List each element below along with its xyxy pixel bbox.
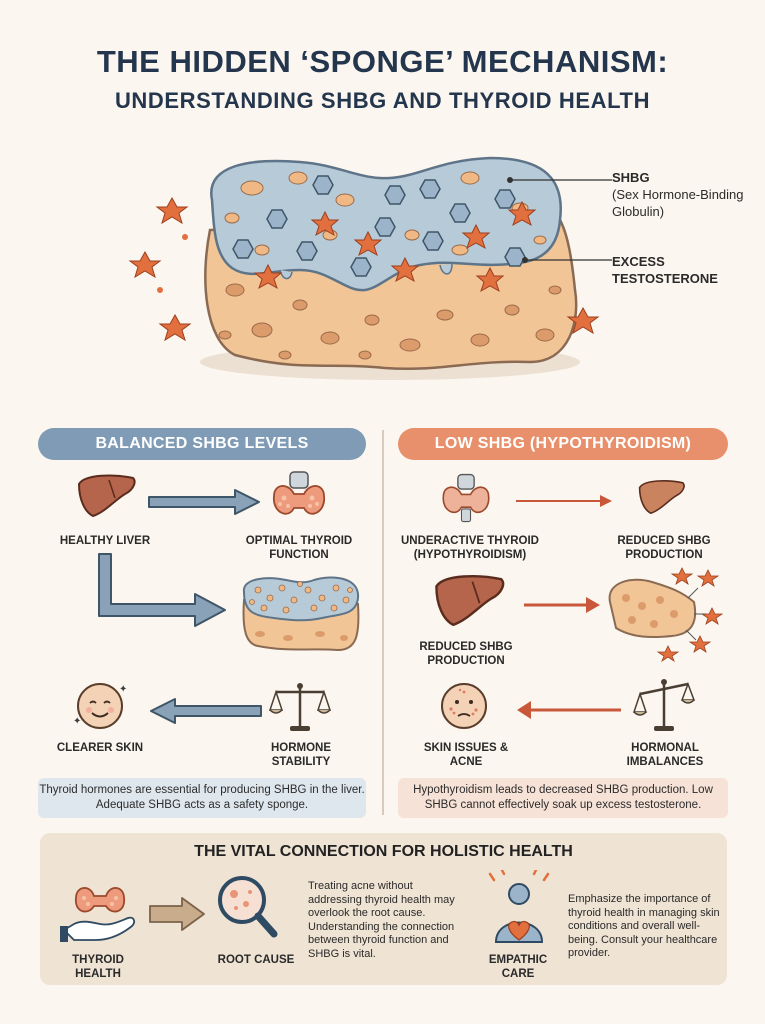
healthy-sponge-icon (242, 576, 360, 652)
arrow-right-tan-icon (149, 897, 205, 931)
balanced-note: Thyroid hormones are essential for produ… (38, 778, 366, 818)
arrow-right-icon (148, 489, 260, 515)
root-cause-label: ROOT CAUSE (217, 954, 295, 966)
balanced-shbg-header: BALANCED SHBG LEVELS (38, 428, 366, 460)
liver-large-icon (435, 575, 505, 627)
hormonal-imbalances-label: HORMONAL IMBALANCES (626, 742, 704, 768)
arrow-left-orange-icon (517, 701, 621, 719)
reduced-shbg-label-2: REDUCED SHBG PRODUCTION (419, 641, 513, 667)
underactive-thyroid-icon (442, 473, 490, 523)
arrow-left-icon (150, 698, 262, 724)
treating-acne-text: Treating acne without addressing thyroid… (308, 880, 455, 960)
empathic-care-label: EMPATHIC CARE (488, 954, 548, 980)
sponge-illustration (128, 156, 612, 380)
happy-face-icon: ✦ ✦ (73, 683, 127, 729)
low-shbg-header: LOW SHBG (HYPOTHYROIDISM) (398, 428, 728, 460)
arrow-right-orange-icon (524, 597, 600, 613)
skin-issues-label: SKIN ISSUES & ACNE (423, 742, 509, 768)
leaking-sponge-icon (608, 567, 724, 662)
liver-icon (77, 474, 136, 518)
page-title: THE HIDDEN ‘SPONGE’ MECHANISM: (96, 44, 669, 79)
magnifying-glass-icon (218, 876, 278, 938)
hand-thyroid-icon (60, 887, 135, 942)
thyroid-icon (273, 471, 325, 515)
thyroid-health-label: THYROID HEALTH (72, 954, 124, 980)
holistic-health-title: THE VITAL CONNECTION FOR HOLISTIC HEALTH (194, 843, 573, 860)
shbg-label: SHBG (612, 170, 650, 185)
reduced-liver-icon (638, 480, 685, 515)
svg-text:✦: ✦ (119, 684, 127, 695)
optimal-thyroid-label: OPTIMAL THYROID FUNCTION (245, 535, 353, 561)
reduced-shbg-label-1: REDUCED SHBG PRODUCTION (617, 535, 711, 561)
page-subtitle: UNDERSTANDING SHBG AND THYROID HEALTH (114, 88, 651, 113)
arrow-down-right-icon (98, 553, 226, 627)
unbalanced-scale-icon (632, 679, 696, 731)
arrow-right-small-icon (516, 495, 612, 507)
acne-face-icon (441, 683, 487, 729)
healthy-liver-label: HEALTHY LIVER (59, 535, 151, 547)
emphasize-text: Emphasize the importance of thyroid heal… (568, 893, 720, 959)
svg-text:✦: ✦ (73, 716, 81, 727)
shbg-callout: SHBG (Sex Hormone-Binding Globulin) (612, 169, 762, 220)
low-shbg-note: Hypothyroidism leads to decreased SHBG p… (398, 778, 728, 818)
underactive-thyroid-label: UNDERACTIVE THYROID (HYPOTHYROIDISM) (400, 535, 539, 561)
panel-divider (382, 430, 384, 815)
hormone-stability-label: HORMONE STABILITY (270, 742, 332, 768)
shbg-description: (Sex Hormone-Binding Globulin) (612, 187, 744, 219)
clearer-skin-label: CLEARER SKIN (56, 742, 144, 754)
excess-testosterone-label: EXCESS TESTOSTERONE (612, 254, 718, 286)
empathic-care-icon (488, 870, 550, 943)
balance-scale-icon (268, 683, 332, 731)
